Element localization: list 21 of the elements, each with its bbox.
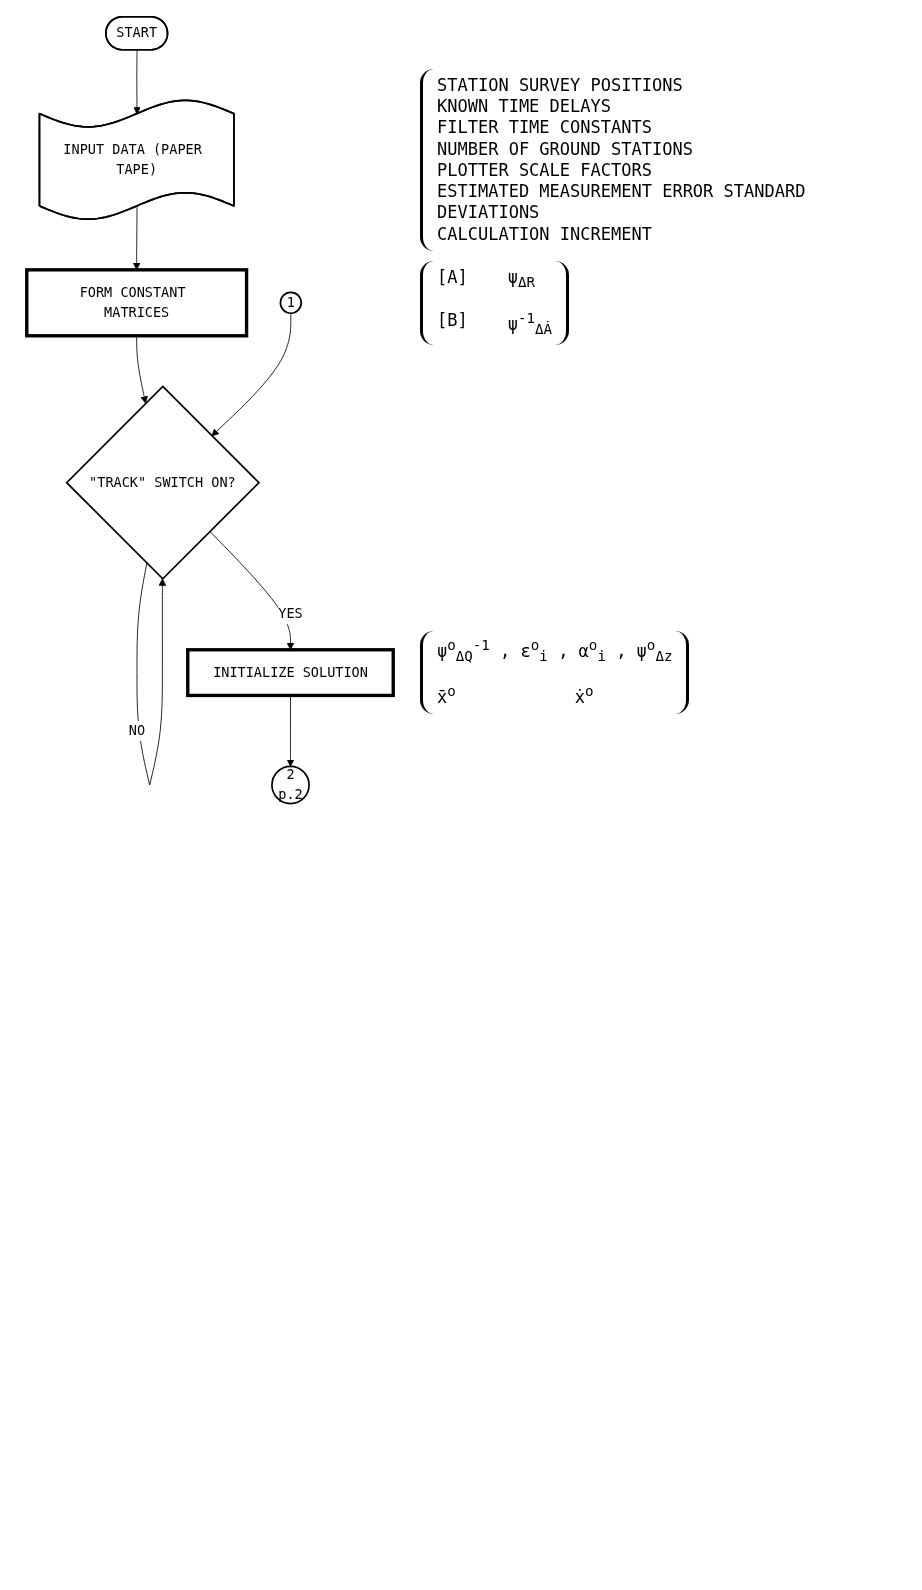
input-item-text: ESTIMATED MEASUREMENT ERROR STANDARD DEVIATIONS	[437, 181, 807, 224]
math-symbol-text: ẋ$^{o}$	[574, 683, 595, 709]
input-item-text: PLOTTER SCALE FACTORS	[437, 159, 653, 182]
edge-label: YES	[278, 604, 303, 625]
decision-diamond: "TRACK" SWITCH ON?	[65, 385, 261, 580]
connector-circle: 2 p.2	[271, 765, 310, 805]
input-item-text: NUMBER OF GROUND STATIONS	[437, 138, 694, 160]
connector-circle: 1	[279, 291, 303, 315]
math-symbol-text: [B]	[437, 309, 468, 332]
input-item-text: FILTER TIME CONSTANTS	[437, 117, 653, 139]
input-item-text: KNOWN TIME DELAYS	[437, 96, 612, 118]
process-box: FORM CONSTANT MATRICES	[25, 268, 249, 338]
terminal-box: START	[105, 15, 169, 51]
input-item-text: STATION SURVEY POSITIONS	[437, 74, 684, 97]
input-item-text: CALCULATION INCREMENT	[437, 223, 653, 245]
process-box: INITIALIZE SOLUTION	[186, 648, 395, 698]
math-symbol-text: x̄$^{o}$	[437, 683, 457, 709]
math-symbol-text: ψ$_{ΔR}$	[507, 266, 536, 292]
edge-label: NO	[128, 720, 146, 742]
math-symbol-text: [A]	[437, 266, 468, 289]
paper-tape-box: INPUT DATA (PAPER TAPE)	[38, 99, 235, 220]
